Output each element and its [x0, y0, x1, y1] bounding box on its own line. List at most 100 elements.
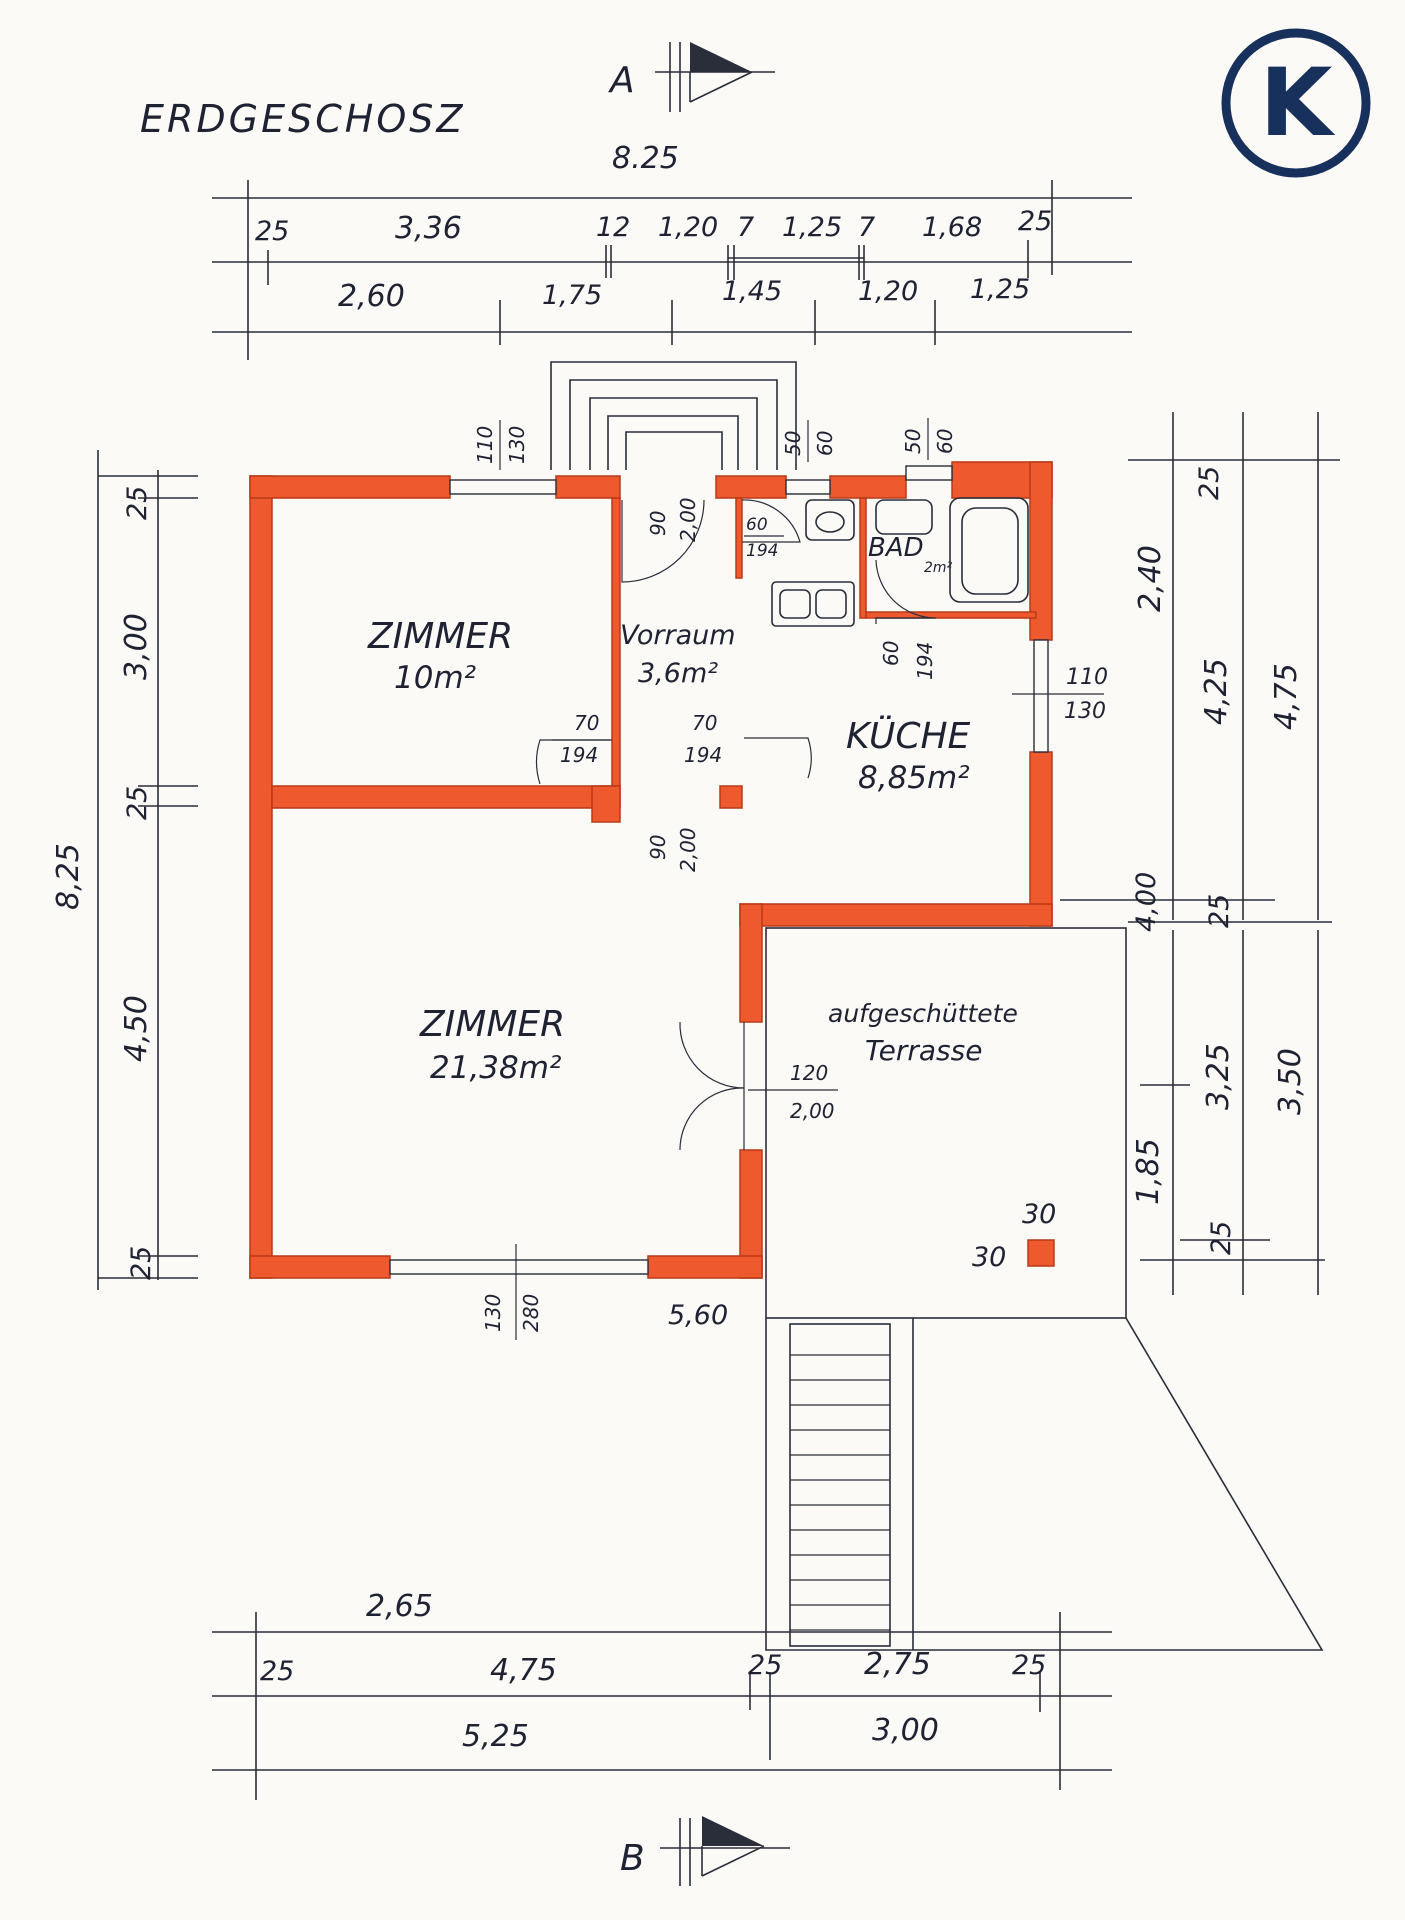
walls [249, 461, 1053, 1279]
dim-top-3: 12 [596, 212, 630, 243]
terrace-outline [765, 927, 1127, 1319]
dim-right-terrace: 1,85 [1131, 1138, 1166, 1205]
dim-top-5: 7 [737, 212, 754, 243]
dim-left-5: 25 [126, 1246, 157, 1280]
door-bath-w: 60 [879, 641, 903, 666]
dim-left-2: 3,00 [119, 613, 154, 680]
dim-right-lower: 3,25 [1201, 1043, 1236, 1110]
section-marker-a: A [608, 42, 775, 112]
door-entry-w: 90 [646, 511, 670, 536]
doors-and-fixtures [536, 497, 1029, 1151]
dim-right-bath: 2,40 [1133, 545, 1168, 612]
room-1-name: ZIMMER [367, 616, 513, 657]
win-top-left-w: 110 [473, 426, 497, 464]
terrace-stair [789, 1323, 891, 1647]
dim-right-mid: 4,25 [1199, 658, 1234, 725]
dim-left-3: 25 [122, 786, 153, 820]
dim-bottom-2: 4,75 [490, 1653, 557, 1688]
win-bottom-h: 280 [519, 1294, 543, 1332]
section-marker-b: B [620, 1816, 790, 1886]
win-top-left-h: 130 [505, 426, 529, 464]
dim-bottom-3: 25 [748, 1650, 782, 1681]
win-bath-w: 50 [901, 429, 925, 454]
dim-length-bottom: 5,60 [668, 1300, 728, 1331]
dim-mid-5: 1,25 [970, 274, 1030, 305]
room-1-area: 10m² [394, 660, 476, 696]
dim-top-6: 1,25 [782, 212, 842, 243]
door-terrace-w: 120 [790, 1061, 828, 1085]
win-wc-h: 60 [813, 431, 837, 456]
dim-bottom-5: 25 [1012, 1650, 1046, 1681]
dim-right-top: 25 [1194, 466, 1225, 500]
dim-mid-3: 1,45 [722, 276, 782, 307]
win-kitchen-w: 110 [1066, 665, 1108, 690]
dim-mid-4: 1,20 [858, 276, 918, 307]
plan-title: ERDGESCHOSZ [140, 97, 465, 141]
dim-left-1: 25 [122, 486, 153, 520]
dim-bottom-4: 2,75 [864, 1647, 931, 1682]
terrace-pillar [1027, 1239, 1055, 1267]
door-room2-w: 90 [646, 835, 670, 860]
dim-top-2: 3,36 [395, 211, 462, 246]
door-bath-h: 194 [913, 642, 937, 680]
door-kitchen-w: 70 [692, 711, 717, 735]
room-3-area: 8,85m² [858, 760, 970, 796]
dim-bottom-overall: 2,65 [366, 1589, 433, 1624]
dim-overall-width: 8.25 [612, 141, 679, 176]
dim-top-4: 1,20 [658, 212, 718, 243]
dim-left-overall: 8,25 [51, 843, 86, 910]
room-labels: ZIMMER 10m² Vorraum 3,6m² KÜCHE 8,85m² Z… [367, 533, 971, 1086]
room-4-area: 21,38m² [430, 1050, 561, 1086]
section-label-b: B [620, 1838, 645, 1879]
pillar-dim-side: 30 [972, 1242, 1006, 1273]
terrace-label-line1: aufgeschüttete [828, 999, 1018, 1028]
dim-top-9: 25 [1018, 206, 1052, 237]
terrace-area: 30 30 aufgeschüttete Terrasse [765, 927, 1324, 1651]
dim-mid-2: 1,75 [542, 280, 602, 311]
dim-right-outer: 4,75 [1269, 663, 1304, 730]
door-room1-w: 70 [574, 711, 599, 735]
dim-top-7: 7 [858, 212, 875, 243]
section-arrow-icon [690, 42, 752, 72]
dim-bottom-7: 3,00 [872, 1713, 939, 1748]
door-entry-h: 2,00 [676, 497, 700, 542]
room-5-area: 2m² [924, 560, 953, 576]
door-room1-h: 194 [560, 743, 598, 767]
right-dimensions: 25 2,40 4,25 4,75 4,00 25 3,25 3,50 1,85… [1060, 412, 1340, 1295]
door-terrace-h: 2,00 [790, 1099, 835, 1123]
opening-annotations: 110 130 50 60 50 60 110 130 130 280 90 2… [473, 418, 1108, 1340]
brand-logo: K [1221, 28, 1371, 178]
section-label-a: A [608, 60, 635, 101]
top-dimensions: 8.25 25 3,36 12 1,20 7 1,25 7 1,68 25 2,… [212, 141, 1132, 360]
win-bath-h: 60 [933, 429, 957, 454]
dim-right-joint: 25 [1204, 894, 1235, 928]
win-kitchen-h: 130 [1064, 699, 1106, 724]
door-wc-h: 194 [746, 541, 778, 561]
dim-top-1: 25 [255, 216, 289, 247]
dim-left-4: 4,50 [119, 995, 154, 1062]
left-dimensions: 8,25 25 3,00 25 4,50 25 [51, 450, 198, 1290]
dim-bottom-1: 25 [260, 1656, 294, 1687]
dim-top-8: 1,68 [922, 212, 982, 243]
door-wc-w: 60 [746, 515, 768, 535]
room-2-area: 3,6m² [638, 658, 718, 689]
door-room2-h: 2,00 [676, 827, 700, 872]
entrance-steps [550, 361, 797, 470]
terrace-label-line2: Terrasse [865, 1034, 982, 1067]
win-bottom-w: 130 [481, 1294, 505, 1332]
bottom-dimensions: 2,65 25 4,75 25 2,75 25 5,25 3,00 [212, 1589, 1112, 1800]
door-kitchen-h: 194 [684, 743, 722, 767]
room-3-name: KÜCHE [846, 715, 971, 757]
room-4-name: ZIMMER [419, 1004, 565, 1045]
dim-right-bottom: 25 [1206, 1221, 1237, 1255]
dim-right-lower-outer: 3,50 [1273, 1048, 1308, 1115]
windows [389, 465, 1049, 1275]
pillar-dim-top: 30 [1022, 1199, 1056, 1230]
room-2-name: Vorraum [620, 620, 736, 651]
win-wc-w: 50 [781, 431, 805, 456]
dim-bottom-6: 5,25 [462, 1719, 529, 1754]
dim-right-level: 4,00 [1131, 872, 1162, 932]
section-arrow-icon [702, 1816, 764, 1846]
